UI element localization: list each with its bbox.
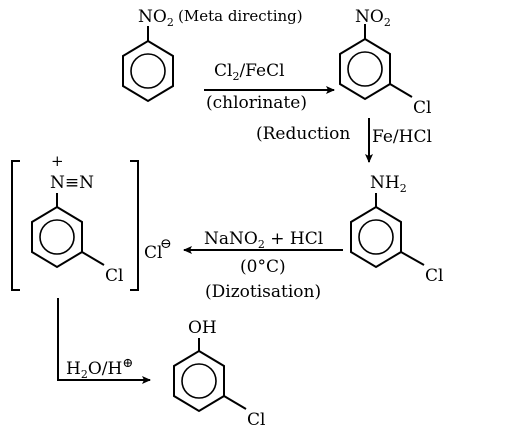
left-bracket [11, 160, 20, 291]
meta-directing-note: (Meta directing) [178, 7, 303, 25]
hydrolysis-reagent: H2O/H⊕ [66, 356, 133, 381]
m-chlorophenol-aromatic-circle [181, 363, 217, 399]
m-chlorophenol-cl-bond [223, 395, 247, 410]
hydrolysis-arrow [57, 298, 151, 384]
m-chloroaniline-cl-label: Cl [425, 266, 443, 286]
right-bracket [130, 160, 139, 291]
nitrobenzene-aromatic-circle [130, 53, 166, 89]
chlorination-step: Cl2/FeCl (chlorinate) [204, 61, 335, 113]
m-chloroaniline-aromatic-circle [358, 219, 394, 255]
m-chlorophenol-cl-label: Cl [247, 410, 265, 430]
diazotisation-reagent: NaNO2 + HCl [204, 229, 323, 251]
m-chloronitrobenzene-ring [339, 37, 391, 101]
m-chloroaniline-cl-bond [400, 251, 425, 266]
reduction-step: (Reduction Fe/HCl [256, 118, 432, 163]
nitrobenzene-molecule: NO2 (Meta directing) [122, 7, 303, 103]
m-chlorophenol-ring [173, 349, 225, 413]
diazonium-ring [31, 205, 83, 269]
diazonium-cl-label: Cl [105, 266, 123, 286]
m-chloronitrobenzene-aromatic-circle [347, 51, 383, 87]
chlorination-reagent: Cl2/FeCl [214, 61, 285, 83]
nitrobenzene-ring [122, 39, 174, 103]
diazonium-cl-bond [81, 251, 105, 266]
m-chloroaniline-nh2-label: NH2 [370, 173, 407, 195]
counter-ion-charge: ⊖ [160, 236, 172, 252]
m-chloronitrobenzene-cl-bond [389, 83, 413, 98]
m-chloroaniline-molecule: NH2 Cl [350, 173, 443, 286]
m-chloronitrobenzene-cl-label: Cl [413, 98, 431, 118]
diazonium-salt: + N≡N Cl Cl ⊖ [11, 152, 172, 291]
nitrobenzene-no2-label: NO2 [138, 7, 174, 29]
reduction-reagent: Fe/HCl [372, 127, 432, 147]
m-chlorophenol-molecule: OH Cl [173, 318, 265, 430]
diazonium-aromatic-circle [39, 219, 75, 255]
m-chloronitrobenzene-no2-label: NO2 [355, 7, 391, 29]
diazonium-n2-label: N≡N [50, 173, 94, 193]
m-chlorophenol-oh-label: OH [188, 318, 217, 338]
counter-ion-label: Cl [144, 243, 162, 263]
diazonium-charge: + [51, 152, 64, 170]
m-chloronitrobenzene-molecule: NO2 Cl [339, 7, 431, 118]
diazotisation-condition: (0°C) [240, 257, 286, 277]
reduction-label: (Reduction [256, 124, 350, 144]
diazotisation-step: NaNO2 + HCl (0°C) (Dizotisation) [183, 229, 343, 302]
m-chloroaniline-ring [350, 205, 402, 269]
hydrolysis-step: H2O/H⊕ [57, 298, 151, 384]
diazotisation-label: (Dizotisation) [205, 282, 321, 302]
chlorination-condition: (chlorinate) [206, 93, 307, 113]
